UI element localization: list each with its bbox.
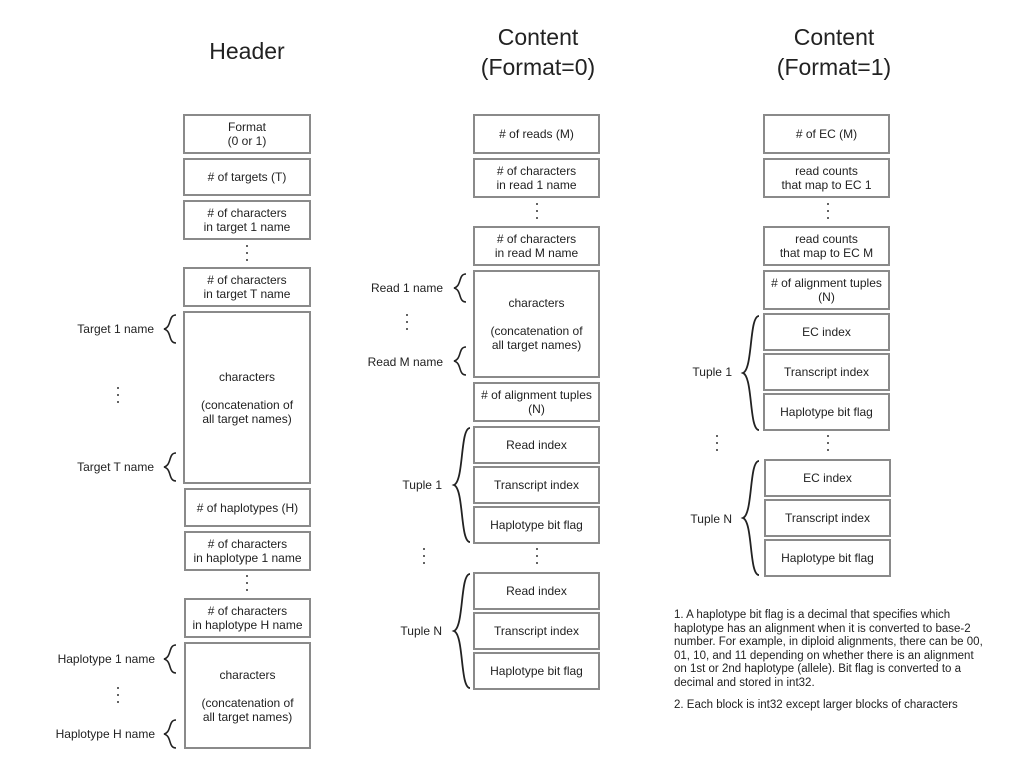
read-names-block: characters (concatenation of all target …: [473, 270, 600, 378]
content0-ellipsis-tuples: [534, 548, 540, 564]
content-format1-column-title: Content (Format=1): [776, 24, 892, 80]
header-ellipsis-haplotypes: [244, 575, 250, 591]
content0-num-tuples-block: # of alignment tuples (N): [473, 382, 600, 422]
target1-brace: [163, 314, 177, 344]
header-ellipsis-hap-labels: [115, 687, 121, 703]
content0-ellipsis-read-labels: [404, 314, 410, 330]
footnote-int32-blocks: 2. Each block is int32 except larger blo…: [674, 699, 958, 711]
content0-tuple1-brace: [451, 427, 471, 543]
content1-tuple1-transcript-index-block: Transcript index: [763, 353, 890, 391]
content1-tuple1-label: Tuple 1: [692, 365, 732, 379]
ecM-read-counts-block: read counts that map to EC M: [763, 226, 890, 266]
readM-name-length-block: # of characters in read M name: [473, 226, 600, 266]
header-ellipsis-targets: [244, 245, 250, 261]
target1-name-length-block: # of characters in target 1 name: [183, 200, 311, 240]
num-haplotypes-block: # of haplotypes (H): [184, 488, 311, 527]
read1-name-length-block: # of characters in read 1 name: [473, 158, 600, 198]
tupleN-read-index-block: Read index: [473, 572, 600, 610]
footnote-haplotype-bit-flag: 1. A haplotype bit flag is a decimal tha…: [674, 609, 983, 689]
content0-ellipsis-reads: [534, 203, 540, 219]
content0-tupleN-label: Tuple N: [400, 624, 442, 638]
readM-brace: [453, 346, 467, 376]
tuple1-haplotype-flag-block: Haplotype bit flag: [473, 506, 600, 544]
num-reads-block: # of reads (M): [473, 114, 600, 154]
target-names-block: characters (concatenation of all target …: [183, 311, 311, 484]
content-format0-column-title: Content (Format=0): [480, 24, 596, 80]
targetT-name-label: Target T name: [77, 460, 154, 474]
content1-tupleN-label: Tuple N: [690, 512, 732, 526]
hapH-brace: [163, 719, 177, 749]
footnotes: 1. A haplotype bit flag is a decimal tha…: [674, 609, 984, 722]
tuple1-transcript-index-block: Transcript index: [473, 466, 600, 504]
num-ec-block: # of EC (M): [763, 114, 890, 154]
hap1-name-length-block: # of characters in haplotype 1 name: [184, 531, 311, 571]
hap1-name-label: Haplotype 1 name: [57, 652, 155, 666]
ec1-read-counts-block: read counts that map to EC 1: [763, 158, 890, 198]
content1-tuple1-brace: [740, 315, 760, 431]
content1-ellipsis-tuples: [825, 435, 831, 451]
content1-tupleN-brace: [740, 460, 760, 576]
tupleN-transcript-index-block: Transcript index: [473, 612, 600, 650]
content1-tuple1-ec-index-block: EC index: [763, 313, 890, 351]
content1-ellipsis-ec: [825, 203, 831, 219]
num-targets-block: # of targets (T): [183, 158, 311, 196]
content1-tupleN-transcript-index-block: Transcript index: [764, 499, 891, 537]
hap1-brace: [163, 644, 177, 674]
targetT-name-length-block: # of characters in target T name: [183, 267, 311, 307]
read1-name-label: Read 1 name: [370, 281, 443, 295]
content0-ellipsis-tuple-labels: [421, 548, 427, 564]
tupleN-haplotype-flag-block: Haplotype bit flag: [473, 652, 600, 690]
header-column-title: Header: [209, 38, 285, 64]
target1-name-label: Target 1 name: [77, 322, 154, 336]
header-ellipsis-target-labels: [115, 387, 121, 403]
content1-tupleN-haplotype-flag-block: Haplotype bit flag: [764, 539, 891, 577]
hapH-name-length-block: # of characters in haplotype H name: [184, 598, 311, 638]
format-block: Format (0 or 1): [183, 114, 311, 154]
content0-tupleN-brace: [451, 573, 471, 689]
tuple1-read-index-block: Read index: [473, 426, 600, 464]
content0-tuple1-label: Tuple 1: [402, 478, 442, 492]
content1-ellipsis-tuple-labels: [714, 435, 720, 451]
hapH-name-label: Haplotype H name: [55, 727, 155, 741]
content1-num-tuples-block: # of alignment tuples (N): [763, 270, 890, 310]
readM-name-label: Read M name: [367, 355, 443, 369]
haplotype-names-block: characters (concatenation of all target …: [184, 642, 311, 749]
content1-tuple1-haplotype-flag-block: Haplotype bit flag: [763, 393, 890, 431]
read1-brace: [453, 273, 467, 303]
targetT-brace: [163, 452, 177, 482]
content1-tupleN-ec-index-block: EC index: [764, 459, 891, 497]
